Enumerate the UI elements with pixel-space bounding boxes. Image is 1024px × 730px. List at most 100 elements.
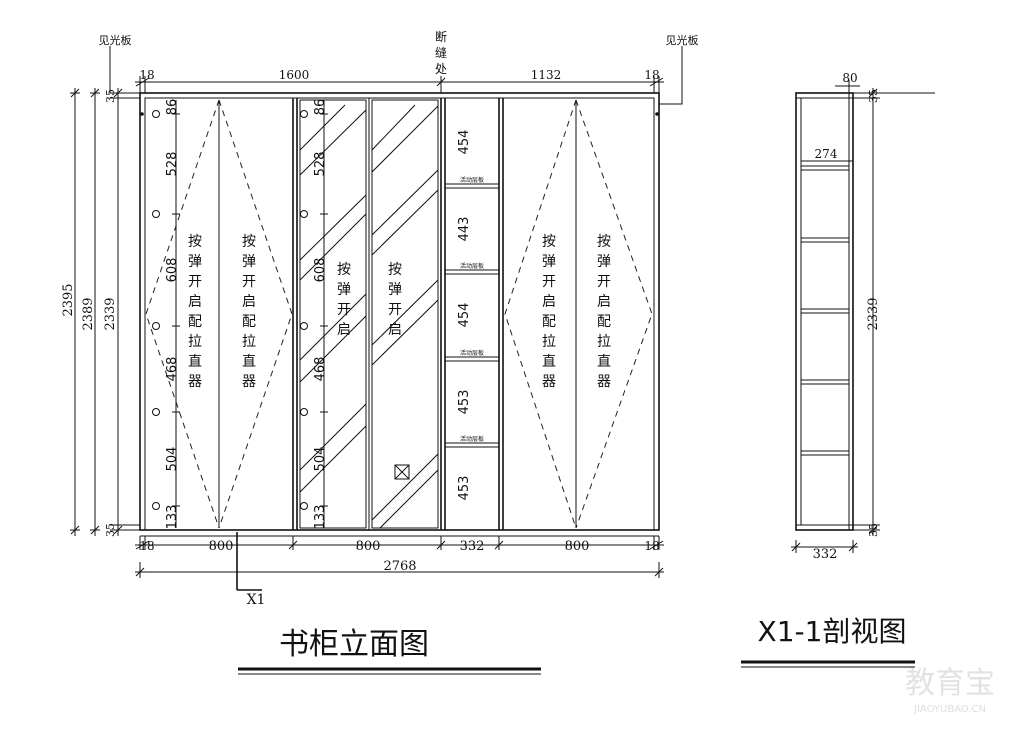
total-width: 2768 — [383, 559, 416, 574]
svg-text:按: 按 — [242, 234, 256, 250]
leader-dot-right — [655, 112, 659, 116]
svg-text:启: 启 — [388, 322, 402, 338]
glass-door-height-1: 528 — [313, 152, 328, 177]
svg-text:启: 启 — [242, 294, 256, 310]
door-height-2: 608 — [165, 258, 180, 283]
bookcase-section: 80 274 332 2339 35 35 X1-1剖视图 — [741, 71, 935, 668]
svg-text:弹: 弹 — [597, 254, 611, 270]
door-note-2: 按 弹 开 启 配 拉 直 器 — [242, 234, 256, 390]
height-2339: 2339 — [103, 297, 118, 330]
bottom-dim-18-left: 18 — [139, 539, 154, 553]
bookcase-elevation: 86 528 608 468 504 133 86 528 608 468 50… — [61, 29, 699, 675]
svg-text:弹: 弹 — [337, 282, 351, 298]
door-note-1: 按 弹 开 启 配 拉 直 器 — [188, 234, 202, 390]
svg-text:拉: 拉 — [542, 334, 556, 350]
door-note-6: 按 弹 开 启 配 拉 直 器 — [597, 234, 611, 390]
door-note-3: 按 弹 开 启 — [337, 262, 351, 338]
svg-text:缝: 缝 — [435, 45, 447, 60]
section-mark: X1 — [247, 592, 266, 608]
svg-text:启: 启 — [188, 294, 202, 310]
door-height-5: 133 — [165, 505, 180, 530]
door-height-1: 528 — [165, 152, 180, 177]
svg-text:直: 直 — [597, 353, 611, 370]
leader-dot-left — [140, 112, 144, 116]
svg-text:器: 器 — [242, 374, 256, 390]
svg-text:直: 直 — [188, 353, 202, 370]
svg-text:配: 配 — [188, 314, 202, 330]
svg-text:弹: 弹 — [188, 254, 202, 270]
cabinet-inner-outline — [144, 97, 655, 531]
svg-text:处: 处 — [435, 62, 447, 76]
svg-text:按: 按 — [337, 262, 351, 278]
top-dim-1600: 1600 — [279, 68, 310, 82]
svg-text:拉: 拉 — [242, 334, 256, 350]
shelf-note-4: 活动层板 — [460, 435, 484, 443]
section-title: X1-1剖视图 — [758, 615, 907, 648]
shelf-height-1: 454 — [457, 130, 472, 155]
svg-text:器: 器 — [188, 374, 202, 390]
height-2389: 2389 — [81, 297, 96, 330]
glass-door-left — [299, 99, 367, 529]
section-dim-35-top: 35 — [867, 89, 880, 103]
svg-text:开: 开 — [242, 274, 256, 290]
bottom-dim-332: 332 — [460, 539, 485, 554]
svg-text:拉: 拉 — [597, 334, 611, 350]
svg-text:弹: 弹 — [388, 282, 402, 298]
watermark-brand: 教育宝 — [905, 666, 995, 701]
bottom-dim-18-right: 18 — [644, 539, 659, 553]
svg-text:器: 器 — [542, 374, 556, 390]
shelf-height-3: 454 — [457, 303, 472, 328]
door-swing-lines — [145, 99, 653, 529]
svg-text:开: 开 — [388, 302, 402, 318]
section-dim-2339: 2339 — [866, 297, 881, 330]
svg-text:配: 配 — [242, 314, 256, 330]
shelf-height-2: 443 — [457, 217, 472, 242]
svg-text:开: 开 — [542, 274, 556, 290]
door-note-4: 按 弹 开 启 — [388, 262, 402, 338]
svg-text:启: 启 — [597, 294, 611, 310]
svg-text:启: 启 — [542, 294, 556, 310]
height-35-bottom: 35 — [104, 523, 117, 537]
bottom-dim-800-2: 800 — [356, 539, 381, 554]
shelf-height-5: 453 — [457, 476, 472, 501]
glass-door-height-top: 86 — [313, 99, 328, 116]
svg-text:配: 配 — [597, 314, 611, 330]
svg-text:拉: 拉 — [188, 334, 202, 350]
see-light-board-left: 见光板 — [99, 33, 132, 47]
elevation-title: 书柜立面图 — [279, 627, 429, 662]
lock-symbol — [394, 464, 410, 480]
section-dim-274: 274 — [815, 147, 838, 161]
glass-hatch — [299, 104, 439, 529]
door-height-top: 86 — [165, 99, 180, 116]
shelf-note-1: 活动层板 — [460, 176, 484, 184]
glass-door-right — [371, 99, 439, 529]
svg-text:断: 断 — [435, 29, 447, 44]
top-dim-18-right: 18 — [644, 68, 659, 82]
svg-text:按: 按 — [188, 234, 202, 250]
leader-right — [658, 46, 683, 114]
bottom-dim-800-3: 800 — [565, 539, 590, 554]
break-seam-label: 断 缝 处 — [435, 29, 447, 76]
shelf-height-4: 453 — [457, 390, 472, 415]
svg-text:开: 开 — [337, 302, 351, 318]
svg-text:按: 按 — [542, 234, 556, 250]
svg-text:按: 按 — [597, 234, 611, 250]
svg-text:器: 器 — [597, 374, 611, 390]
open-shelf-column — [445, 183, 499, 448]
svg-text:启: 启 — [337, 322, 351, 338]
svg-text:开: 开 — [597, 274, 611, 290]
glass-door-height-4: 504 — [313, 447, 328, 472]
svg-text:配: 配 — [542, 314, 556, 330]
watermark-url: JIAOYUBAO.CN — [913, 704, 986, 715]
door-height-4: 504 — [165, 447, 180, 472]
glass-door-height-3: 468 — [313, 357, 328, 382]
section-outline — [795, 92, 854, 531]
glass-door-height-2: 608 — [313, 258, 328, 283]
svg-text:弹: 弹 — [242, 254, 256, 270]
door-dim-ticks — [172, 113, 328, 507]
svg-text:直: 直 — [242, 353, 256, 370]
top-dim-18-left: 18 — [139, 68, 154, 82]
section-dim-35-bottom: 35 — [867, 523, 880, 537]
svg-text:按: 按 — [388, 262, 402, 278]
